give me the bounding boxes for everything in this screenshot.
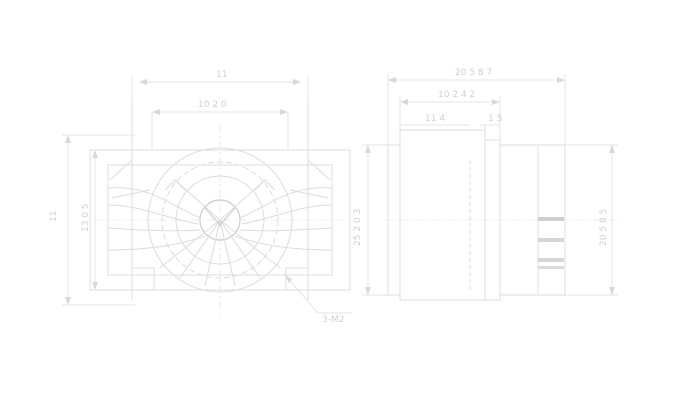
side-terminal-pins [538, 217, 564, 269]
front-chevron-left [164, 179, 186, 191]
front-dim-left-inner [92, 150, 98, 290]
front-tab-left [131, 267, 155, 291]
front-tab-right [285, 267, 309, 291]
side-dim-top [387, 74, 566, 145]
side-dim-top-label: 20 5 8 7 [455, 68, 492, 78]
side-dim-left-label: 25 2 0 3 [353, 209, 363, 246]
front-chevron-right [254, 179, 276, 191]
side-dim-small-a-label: 11 4 [425, 114, 445, 124]
front-leads-left [107, 159, 206, 251]
front-dim-left-outer [62, 134, 135, 306]
side-view: 20 5 8 7 10 2 4 2 11 4 1 5 25 2 0 3 [353, 68, 620, 301]
front-dim-inner-label: 10 2 0 [198, 100, 227, 110]
side-dim-right [565, 144, 618, 296]
front-bore-circle [199, 199, 241, 241]
side-body [399, 129, 486, 301]
side-dim-mid [399, 96, 501, 140]
front-view: 11 10 2 0 11 13 0 5 [49, 70, 352, 325]
front-mid-circle [175, 175, 265, 265]
front-dim-left-outer-label: 11 [49, 211, 59, 222]
side-dim-small-b-label: 1 5 [488, 114, 502, 124]
front-dim-top [131, 76, 309, 100]
front-outer-circle [147, 147, 293, 293]
side-dim-left [362, 144, 388, 296]
front-flange-outline [89, 149, 351, 291]
side-dim-small [400, 124, 500, 140]
side-dim-right-label: 20 5 8 5 [599, 209, 609, 246]
front-dim-inner [151, 109, 289, 150]
front-dim-left-inner-label: 13 0 5 [81, 203, 91, 232]
side-dim-mid-label: 10 2 4 2 [438, 90, 475, 100]
front-flange-inner [107, 164, 333, 276]
front-leads-right [234, 159, 333, 251]
front-callout-leader [284, 274, 352, 314]
front-bore-v [204, 207, 236, 227]
front-pitch-circle [161, 161, 279, 279]
front-dim-top-label: 11 [216, 70, 227, 80]
front-radial-lines [159, 179, 281, 287]
front-callout-label: 3-M2 [322, 315, 344, 325]
